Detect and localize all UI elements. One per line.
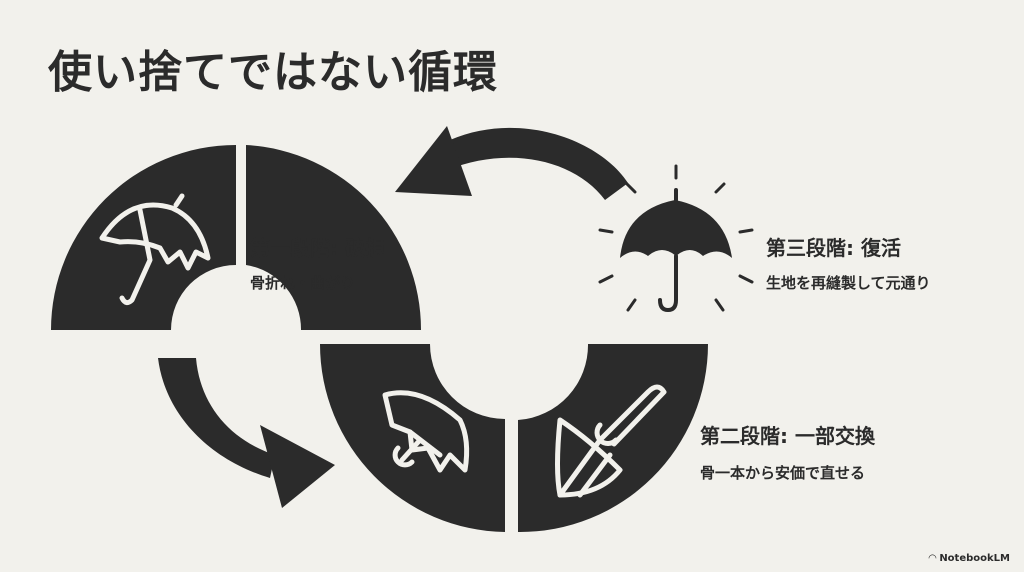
lower-ring: [319, 344, 708, 533]
stage3-desc: 生地を再縫製して元通り: [766, 274, 931, 292]
return-arrow-icon: [395, 126, 628, 200]
shine-rays: [598, 164, 754, 312]
broken-umbrella-icon: [99, 193, 211, 306]
page-title: 使い捨てではない循環: [48, 47, 498, 98]
brand-label: NotebookLM: [939, 553, 1010, 564]
upper-ring-right-segment: [246, 145, 422, 330]
inverted-umbrella-wrench-icon: [555, 384, 667, 498]
lower-ring-right-segment: [518, 344, 708, 533]
stage1-title: 第一段階: 破損: [250, 236, 385, 260]
shining-umbrella-icon: [598, 164, 754, 313]
stage2-title: 第二段階: 一部交換: [700, 424, 875, 448]
umbrella-wrench-icon: [382, 390, 470, 473]
stage3-title: 第三段階: 復活: [766, 236, 901, 260]
down-arrow-icon: [158, 358, 335, 508]
notebooklm-icon: ◠: [928, 553, 937, 564]
brand-logo: ◠ NotebookLM: [929, 553, 1010, 564]
stage2-desc: 骨一本から安価で直せる: [700, 464, 866, 482]
stage1-desc: 骨折れ・曲がり: [250, 274, 356, 292]
